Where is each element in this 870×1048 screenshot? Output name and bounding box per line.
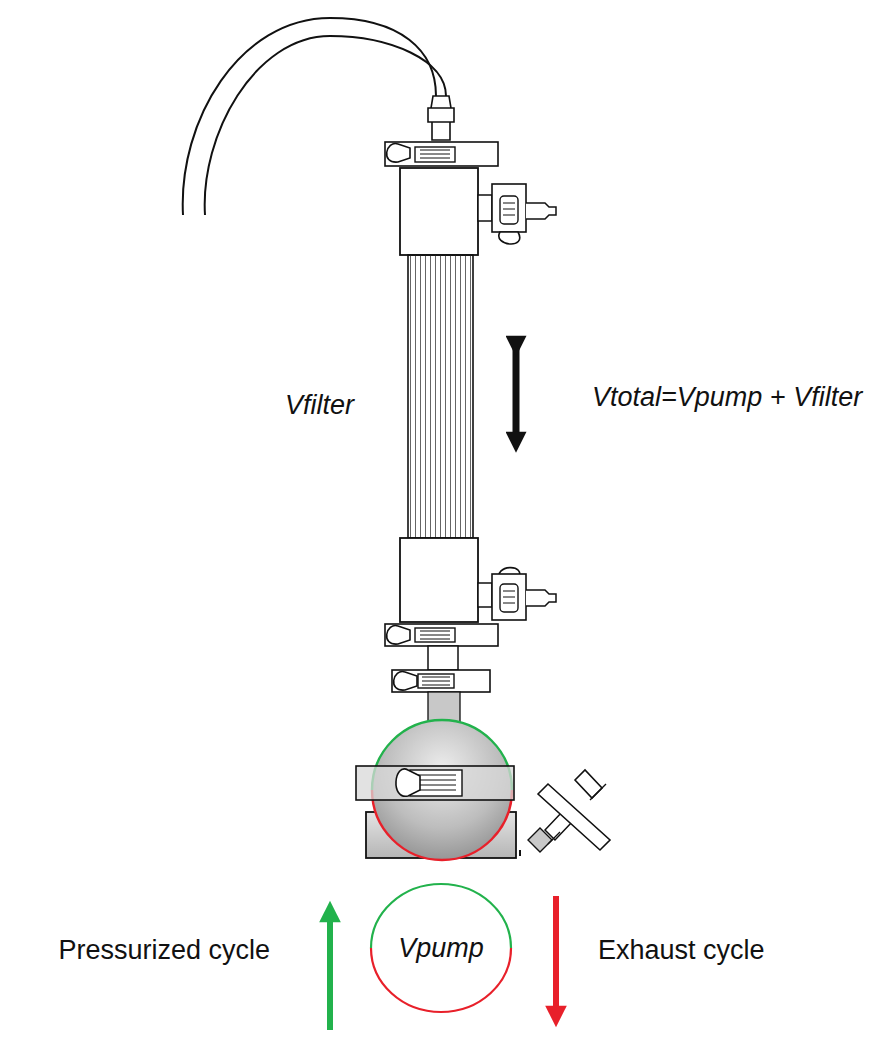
filter-volume-label: Vfilter — [285, 390, 354, 421]
cycle-label: Pressurized cycle — [58, 935, 270, 966]
total-volume-equation: Vtotal=Vpump + Vfilter — [592, 382, 862, 413]
cycle-label: Exhaust cycle — [598, 935, 765, 966]
volume-label: Vpump — [398, 933, 484, 964]
pump-volume-circle: Vpump — [369, 882, 513, 1014]
